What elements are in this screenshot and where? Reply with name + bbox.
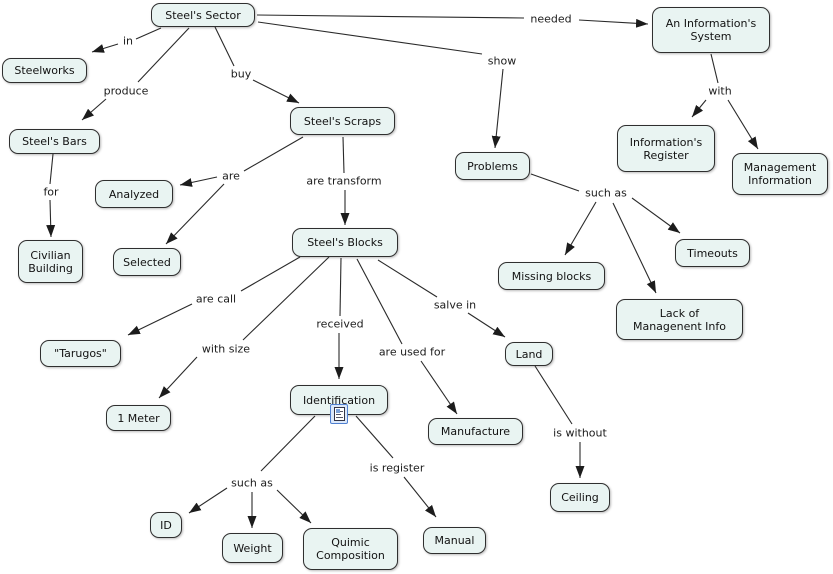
link-steels-sector-in-steelworks bbox=[91, 27, 162, 53]
concept-node-steels-scraps[interactable]: Steel's Scraps bbox=[290, 107, 395, 135]
concept-node-missing-blocks[interactable]: Missing blocks bbox=[498, 262, 605, 290]
link-info-system-with-register-management bbox=[691, 53, 759, 150]
link-steels-blocks-are-call-tarugos bbox=[127, 256, 301, 336]
link-land-is-without-ceiling bbox=[534, 365, 585, 478]
concept-node-steelworks[interactable]: Steelworks bbox=[2, 58, 87, 83]
link-steels-bars-for-civilian-building bbox=[46, 153, 56, 238]
link-label-received[interactable]: received bbox=[315, 317, 365, 331]
concept-node-analyzed[interactable]: Analyzed bbox=[95, 180, 173, 208]
concept-node-problems[interactable]: Problems bbox=[455, 152, 530, 180]
concept-node-civilian-building[interactable]: Civilian Building bbox=[18, 240, 83, 283]
concept-node-one-meter[interactable]: 1 Meter bbox=[106, 405, 171, 431]
concept-node-quimic-composition[interactable]: Quimic Composition bbox=[303, 528, 398, 570]
concept-node-ceiling[interactable]: Ceiling bbox=[550, 483, 610, 512]
concept-node-timeouts[interactable]: Timeouts bbox=[675, 239, 750, 267]
link-identification-is-register-manual bbox=[355, 415, 437, 518]
link-label-such-as-ident[interactable]: such as bbox=[230, 476, 274, 490]
concept-node-manual[interactable]: Manual bbox=[423, 527, 486, 554]
concept-node-land[interactable]: Land bbox=[505, 342, 553, 366]
link-label-is-without[interactable]: is without bbox=[552, 426, 608, 440]
link-problems-such-as-missing-timeouts-lack bbox=[530, 173, 681, 294]
link-steels-scraps-are-analyzed-selected bbox=[165, 136, 304, 245]
link-steels-sector-show-problems bbox=[257, 21, 504, 149]
link-label-with-size[interactable]: with size bbox=[200, 342, 252, 356]
concept-node-tarugos[interactable]: "Tarugos" bbox=[40, 340, 121, 367]
concept-node-management-information[interactable]: Management Information bbox=[732, 153, 828, 195]
concept-node-lack-of-managenent-info[interactable]: Lack of Managenent Info bbox=[616, 299, 743, 340]
concept-node-id[interactable]: ID bbox=[150, 512, 182, 538]
concept-node-an-informations-system[interactable]: An Information's System bbox=[652, 7, 770, 53]
link-label-are-used-for[interactable]: are used for bbox=[377, 345, 447, 359]
link-steels-scraps-are-transform-blocks bbox=[340, 136, 350, 225]
link-label-are-transform[interactable]: are transform bbox=[305, 174, 383, 188]
link-label-buy[interactable]: buy bbox=[229, 67, 253, 81]
link-steels-blocks-with-size-one-meter bbox=[158, 256, 330, 399]
resource-link-icon[interactable] bbox=[330, 404, 348, 424]
link-label-are[interactable]: are bbox=[221, 169, 241, 183]
link-steels-blocks-are-used-for-manufacture bbox=[356, 258, 458, 415]
concept-node-steels-sector[interactable]: Steel's Sector bbox=[151, 3, 255, 27]
link-label-for[interactable]: for bbox=[42, 185, 60, 199]
concept-node-steels-bars[interactable]: Steel's Bars bbox=[9, 129, 100, 154]
link-steels-sector-produce-steels-bars bbox=[81, 27, 190, 121]
link-label-needed[interactable]: needed bbox=[529, 12, 573, 26]
link-identification-such-as-id-weight-quimic bbox=[188, 415, 316, 528]
link-label-salve-in[interactable]: salve in bbox=[432, 298, 478, 312]
concept-node-informations-register[interactable]: Information's Register bbox=[617, 125, 715, 172]
concept-node-steels-blocks[interactable]: Steel's Blocks bbox=[292, 228, 398, 257]
concept-node-manufacture[interactable]: Manufacture bbox=[428, 418, 523, 445]
link-label-with[interactable]: with bbox=[707, 84, 733, 98]
link-label-is-register[interactable]: is register bbox=[368, 461, 426, 475]
link-label-show[interactable]: show bbox=[486, 54, 518, 68]
link-label-are-call[interactable]: are call bbox=[194, 292, 238, 306]
link-label-in[interactable]: in bbox=[121, 34, 135, 48]
link-steels-sector-needed-info-system bbox=[256, 14, 649, 28]
concept-node-weight[interactable]: Weight bbox=[222, 533, 283, 563]
link-label-produce[interactable]: produce bbox=[102, 84, 150, 98]
link-steels-sector-buy-steels-scraps bbox=[214, 26, 300, 104]
link-label-such-as-problems[interactable]: such as bbox=[584, 186, 628, 200]
link-steels-blocks-salve-in-land bbox=[377, 259, 506, 338]
document-icon bbox=[333, 407, 345, 421]
link-steels-blocks-received-identification bbox=[334, 257, 344, 379]
concept-node-selected[interactable]: Selected bbox=[113, 248, 181, 276]
